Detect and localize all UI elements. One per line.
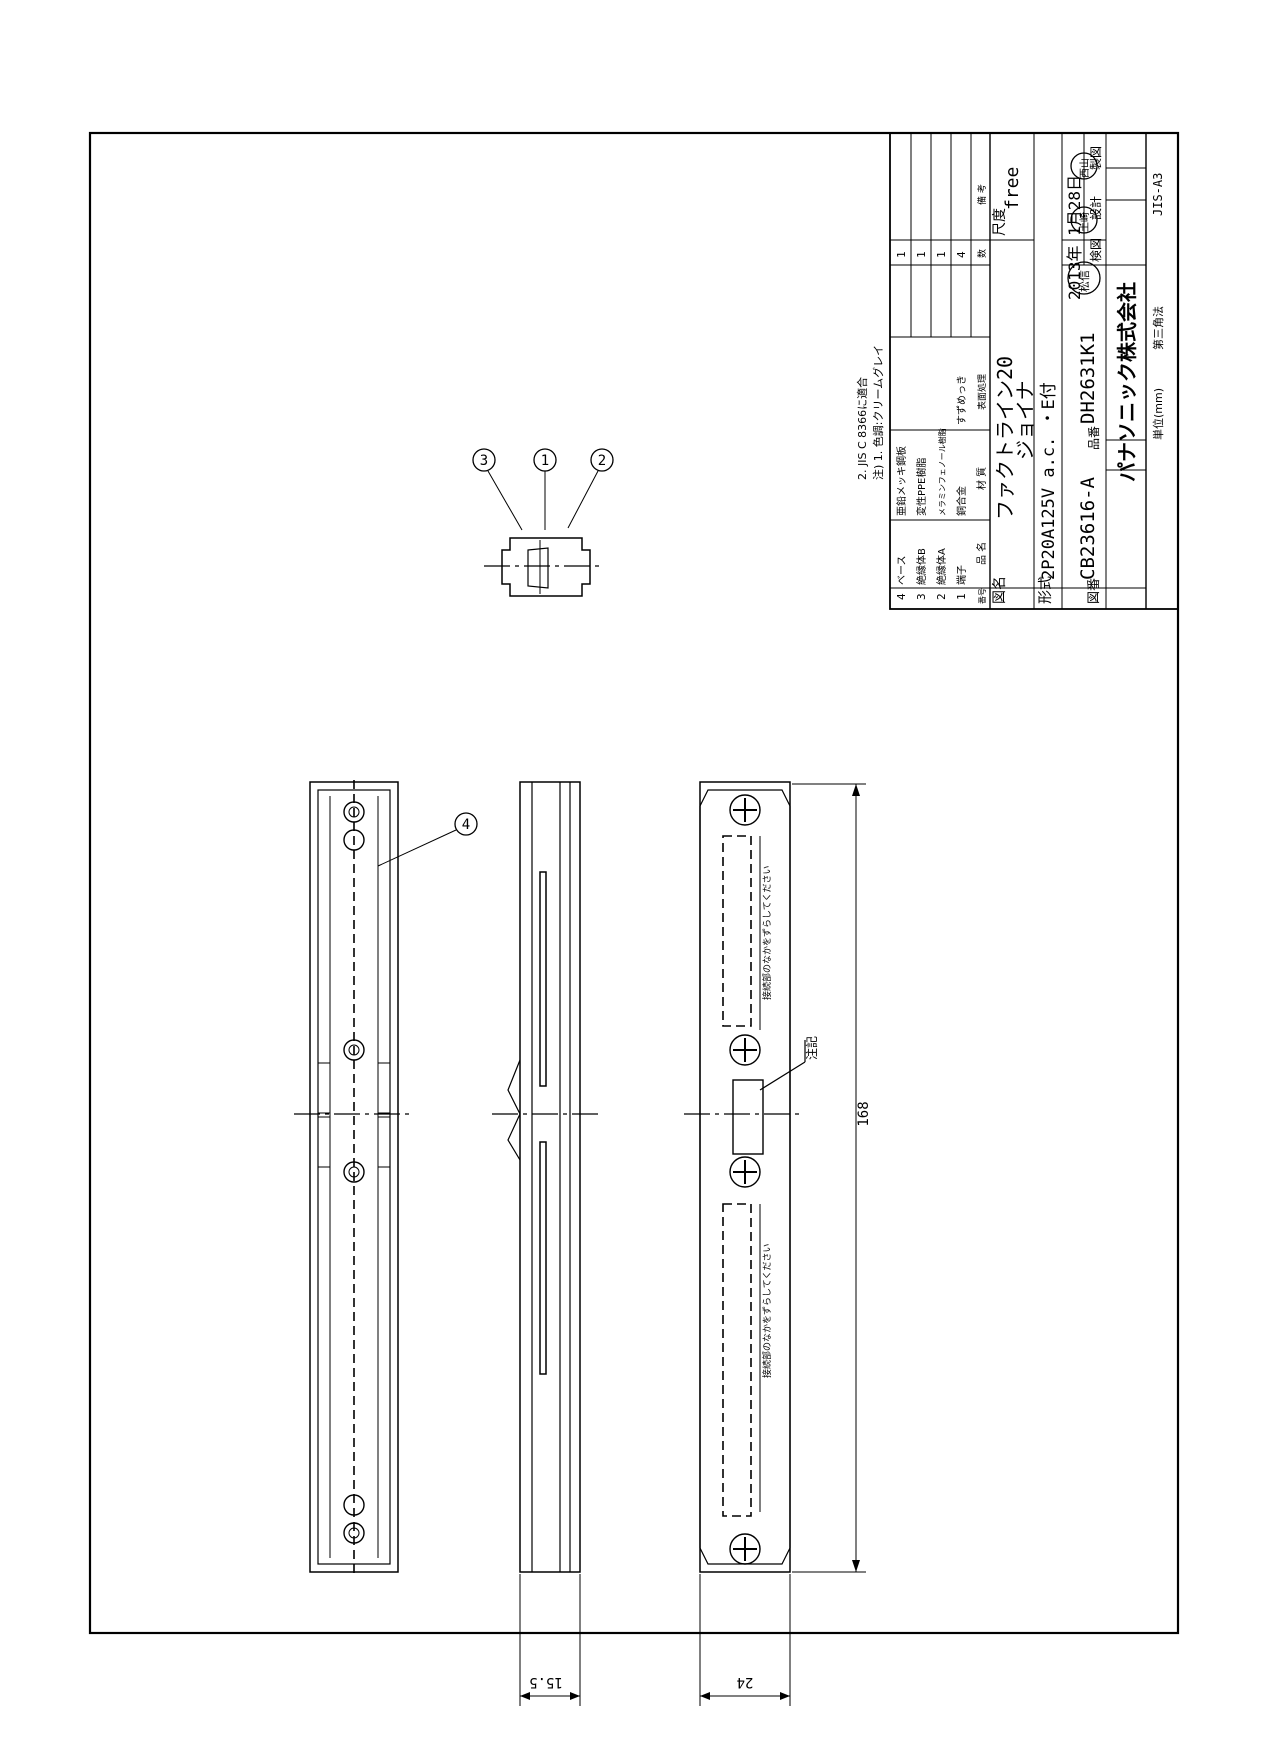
svg-text:1: 1 (955, 593, 968, 600)
svg-text:亜鉛メッキ鋼板: 亜鉛メッキ鋼板 (895, 446, 908, 516)
svg-text:1: 1 (915, 251, 928, 258)
svg-text:168: 168 (856, 1101, 872, 1126)
date-value: 2013年 1月28日 (1065, 175, 1084, 300)
screw-2 (729, 1034, 761, 1066)
note-2: 2. JIS C 8366に適合 (855, 377, 869, 480)
model-label: 形式 (1038, 576, 1054, 604)
svg-text:すずめっき: すずめっき (956, 375, 968, 425)
top-view (294, 780, 414, 1574)
parts-table: 4 ベース 亜鉛メッキ鋼板 1 3 絶縁体B 変性PPE樹脂 1 2 絶縁体A … (895, 184, 988, 604)
note-ref-label: 注記 (804, 1036, 819, 1060)
dimension-height: 15.5 (519, 1574, 581, 1706)
svg-text:24: 24 (737, 1674, 754, 1690)
stamp-draw: 西山 (1070, 152, 1098, 180)
svg-text:備 考: 備 考 (976, 184, 988, 205)
section-view (484, 537, 604, 597)
callout-3: 3 (472, 448, 523, 531)
side-view (492, 781, 598, 1573)
dimension-width: 24 (699, 1574, 791, 1706)
stamp-design: 土崎 (1070, 206, 1098, 234)
svg-text:2: 2 (935, 593, 948, 600)
svg-text:4: 4 (895, 593, 908, 600)
svg-text:4: 4 (955, 251, 968, 258)
svg-text:表面処理: 表面処理 (976, 374, 988, 410)
svg-text:絶縁体B: 絶縁体B (915, 548, 928, 585)
role-draw: 製図 (1089, 146, 1103, 170)
table-header: 番号 品 名 材 質 表面処理 数 備 考 (975, 184, 988, 604)
sheet-size: JIS-A3 (1151, 173, 1165, 216)
screw-4 (729, 1533, 761, 1565)
callout-1: 1 (533, 448, 557, 530)
model-value: 2P20A125V a.c. ・E付 (1039, 382, 1059, 580)
part-no-label: 品番 (1087, 426, 1101, 450)
projection-label: 第三角法 (1151, 306, 1165, 350)
svg-text:1: 1 (895, 251, 908, 258)
table-row: 1 端子 銅合金 すずめっき 4 (955, 251, 968, 600)
drawing-title: ファクトライン20 (993, 356, 1017, 520)
stamp-check: 松信 (1067, 261, 1101, 295)
caution-label-2: 接続部のなかをずらしてください (761, 1244, 773, 1378)
svg-text:土崎: 土崎 (1078, 212, 1091, 232)
screw-1 (729, 794, 761, 826)
svg-text:4: 4 (462, 817, 470, 833)
svg-text:端子: 端子 (955, 565, 968, 585)
table-row: 4 ベース 亜鉛メッキ鋼板 1 (895, 251, 908, 600)
svg-text:2: 2 (598, 453, 606, 469)
role-design: 設計 (1088, 196, 1103, 220)
svg-text:銅合金: 銅合金 (955, 486, 968, 516)
part-no: DH2631K1 (1077, 332, 1099, 424)
svg-text:3: 3 (480, 453, 488, 469)
svg-text:番号: 番号 (977, 588, 987, 604)
screw-3 (729, 1156, 761, 1188)
front-view: 接続部のなかをずらしてください 接続部のなかをずらしてください 注記 (684, 781, 819, 1573)
unit-label: 単位(mm) (1151, 388, 1165, 440)
company-name: パナソニック株式会社 (1115, 282, 1139, 482)
drawing-name-label: 図名 (992, 576, 1008, 604)
svg-text:1: 1 (935, 251, 948, 258)
drawing-subtitle: ジョイナ (1013, 380, 1037, 460)
svg-text:絶縁体A: 絶縁体A (935, 548, 948, 585)
title-block (889, 132, 1179, 610)
svg-text:西山: 西山 (1079, 158, 1091, 178)
scale-value: free (1002, 167, 1023, 210)
svg-text:3: 3 (915, 593, 928, 600)
svg-text:材 質: 材 質 (975, 467, 988, 490)
sheet-border (88, 131, 1180, 1635)
drawing-no-label: 図番 (1087, 578, 1102, 604)
scale-label: 尺度 (992, 208, 1008, 236)
svg-text:品 名: 品 名 (975, 542, 988, 565)
table-row: 3 絶縁体B 変性PPE樹脂 1 (915, 251, 928, 600)
callout-4: 4 (377, 812, 478, 867)
dimension-length: 168 (792, 783, 872, 1573)
svg-text:松信: 松信 (1077, 270, 1091, 292)
svg-text:15.5: 15.5 (529, 1674, 563, 1690)
note-1: 注) 1. 色調:クリームグレイ (871, 345, 885, 480)
drawing-no: CB23616-A (1077, 476, 1099, 580)
caution-label-1: 接続部のなかをずらしてください (761, 866, 773, 1000)
callout-2: 2 (567, 448, 614, 529)
table-row: 2 絶縁体A メラミンフェノール樹脂 1 (935, 251, 948, 600)
role-check: 検図 (1089, 238, 1103, 262)
svg-text:変性PPE樹脂: 変性PPE樹脂 (915, 458, 928, 516)
svg-text:ベース: ベース (896, 556, 908, 586)
svg-text:1: 1 (541, 453, 549, 469)
svg-text:メラミンフェノール樹脂: メラミンフェノール樹脂 (937, 428, 947, 516)
svg-text:数: 数 (976, 249, 988, 258)
